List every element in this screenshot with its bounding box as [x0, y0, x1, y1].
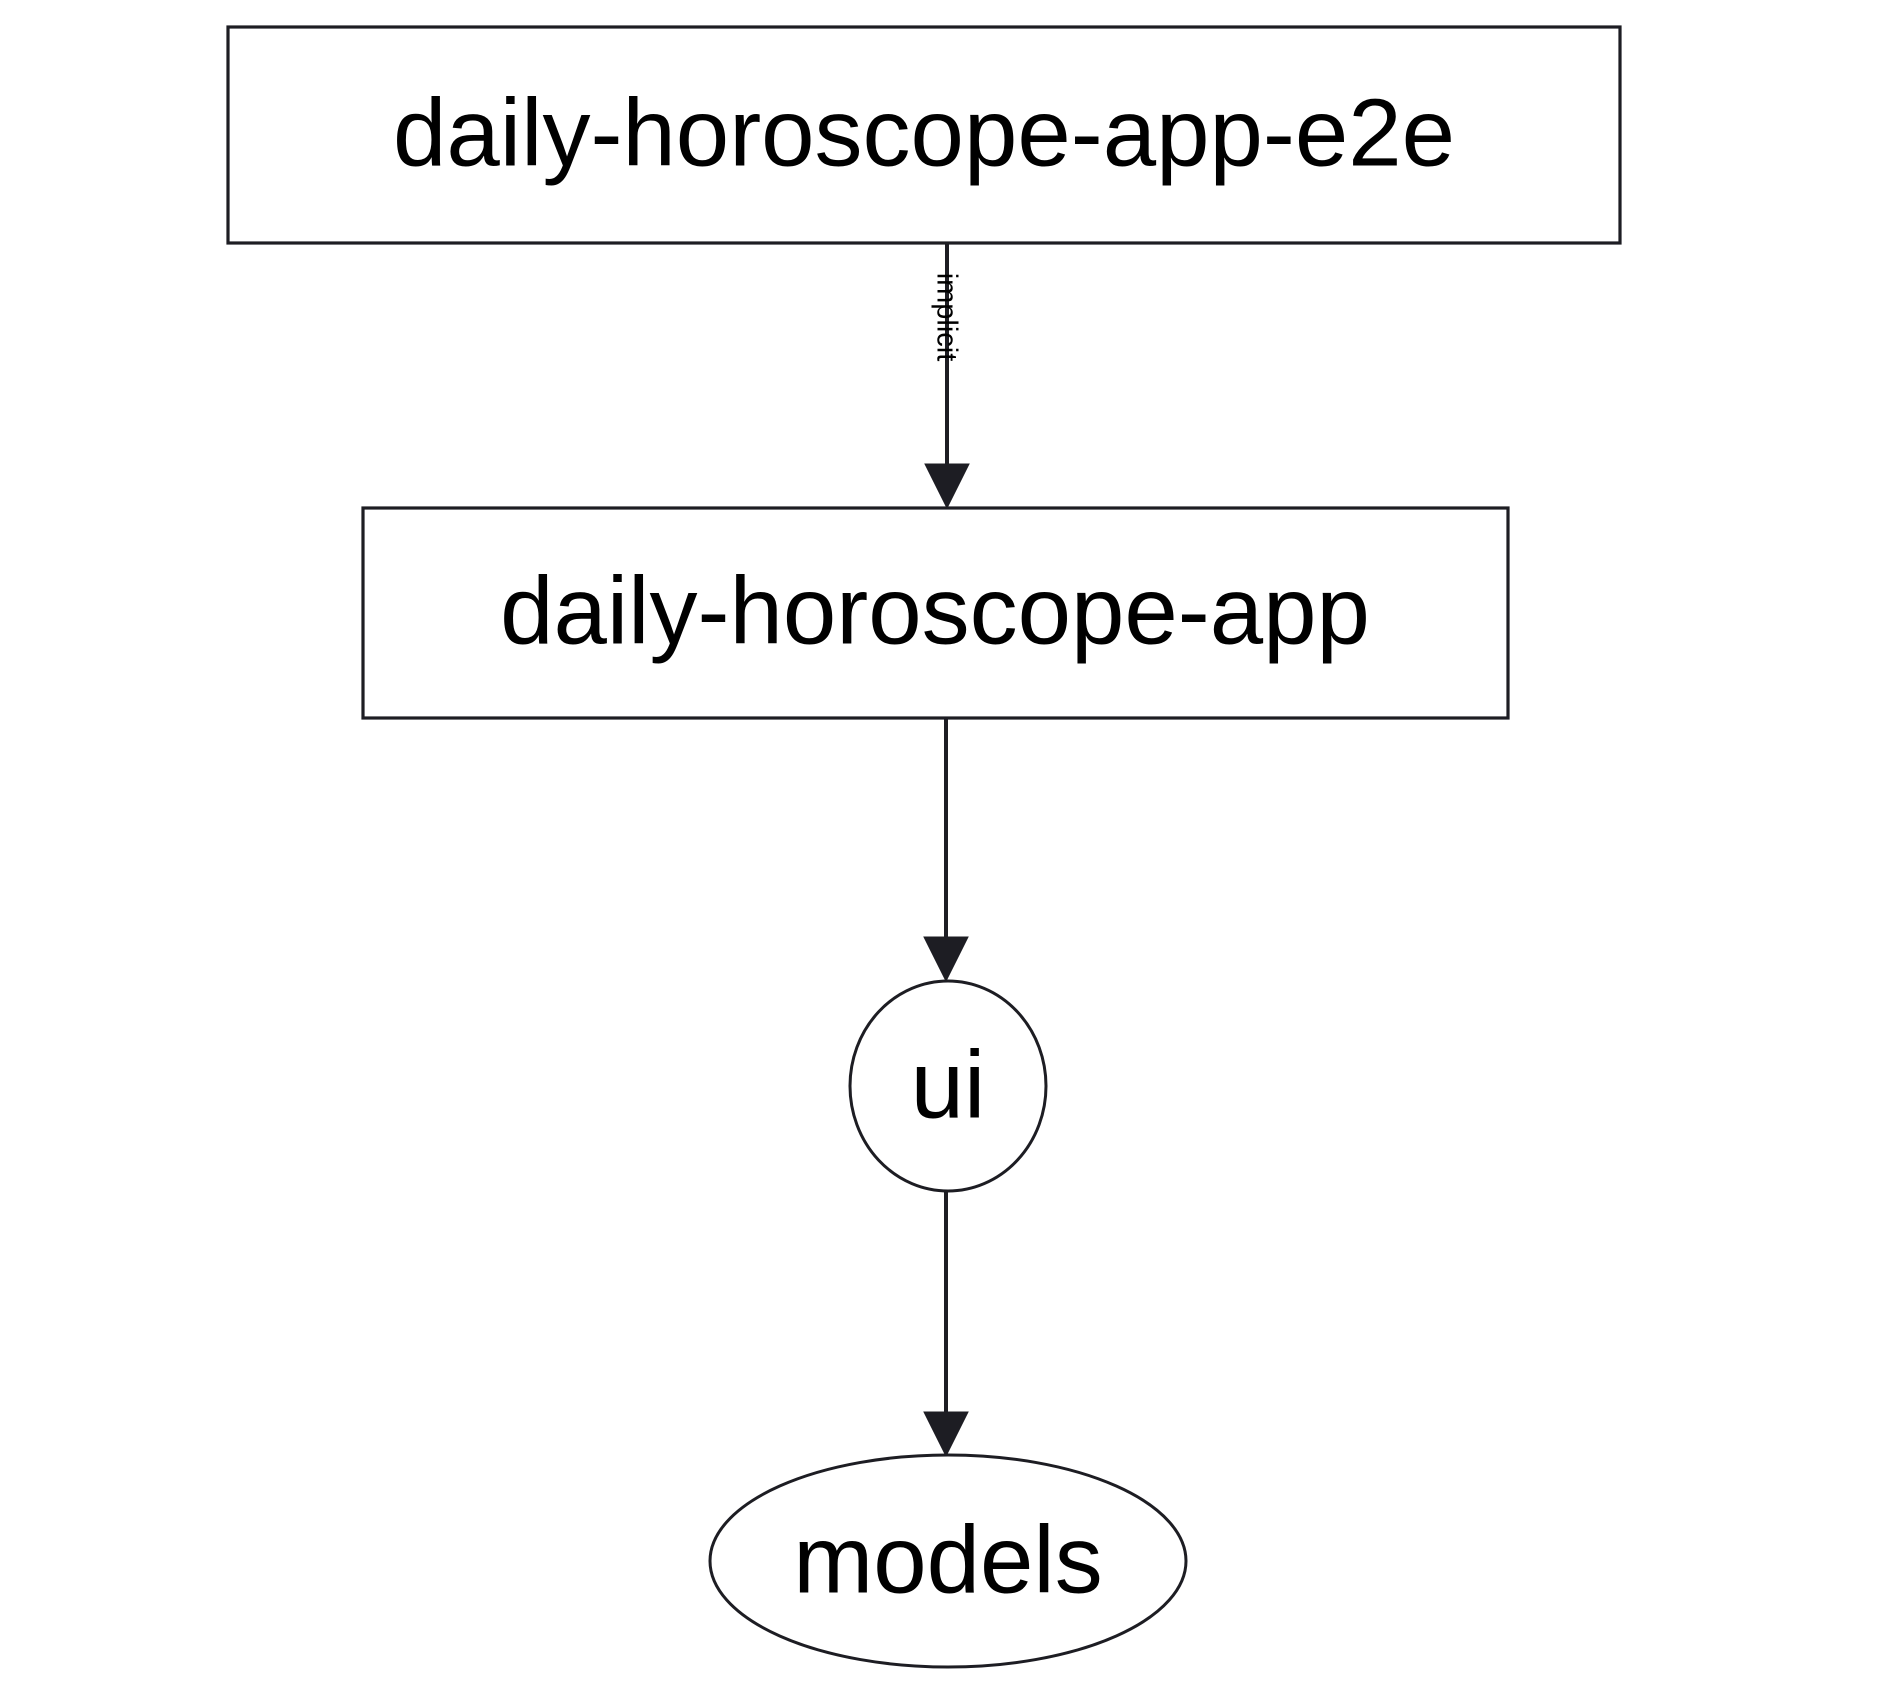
node-label-daily-horoscope-app-e2e: daily-horoscope-app-e2e: [393, 79, 1455, 186]
node-label-models: models: [793, 1506, 1102, 1613]
node-daily-horoscope-app-e2e[interactable]: daily-horoscope-app-e2e: [226, 25, 1622, 245]
node-label-daily-horoscope-app: daily-horoscope-app: [500, 557, 1370, 664]
node-shape-ellipse-models: [708, 1453, 1188, 1669]
edge-app-to-ui[interactable]: [923, 718, 969, 983]
arrowhead-icon-ui-to-models: [923, 1411, 969, 1458]
arrowhead-icon-app-to-ui: [923, 936, 969, 983]
node-shape-rectangle-e2e: [226, 25, 1622, 245]
node-ui[interactable]: ui: [848, 979, 1048, 1193]
arrowhead-icon-e2e-to-app: [924, 463, 970, 510]
node-shape-ellipse-ui: [848, 979, 1048, 1193]
edge-ui-to-models[interactable]: [923, 1192, 969, 1458]
node-shape-rectangle-app: [361, 506, 1510, 720]
node-daily-horoscope-app[interactable]: daily-horoscope-app: [361, 506, 1510, 720]
edge-e2e-to-app[interactable]: implicit: [924, 243, 970, 510]
edge-label-implicit: implicit: [930, 273, 962, 362]
node-label-ui: ui: [911, 1031, 986, 1138]
node-models[interactable]: models: [708, 1453, 1188, 1669]
